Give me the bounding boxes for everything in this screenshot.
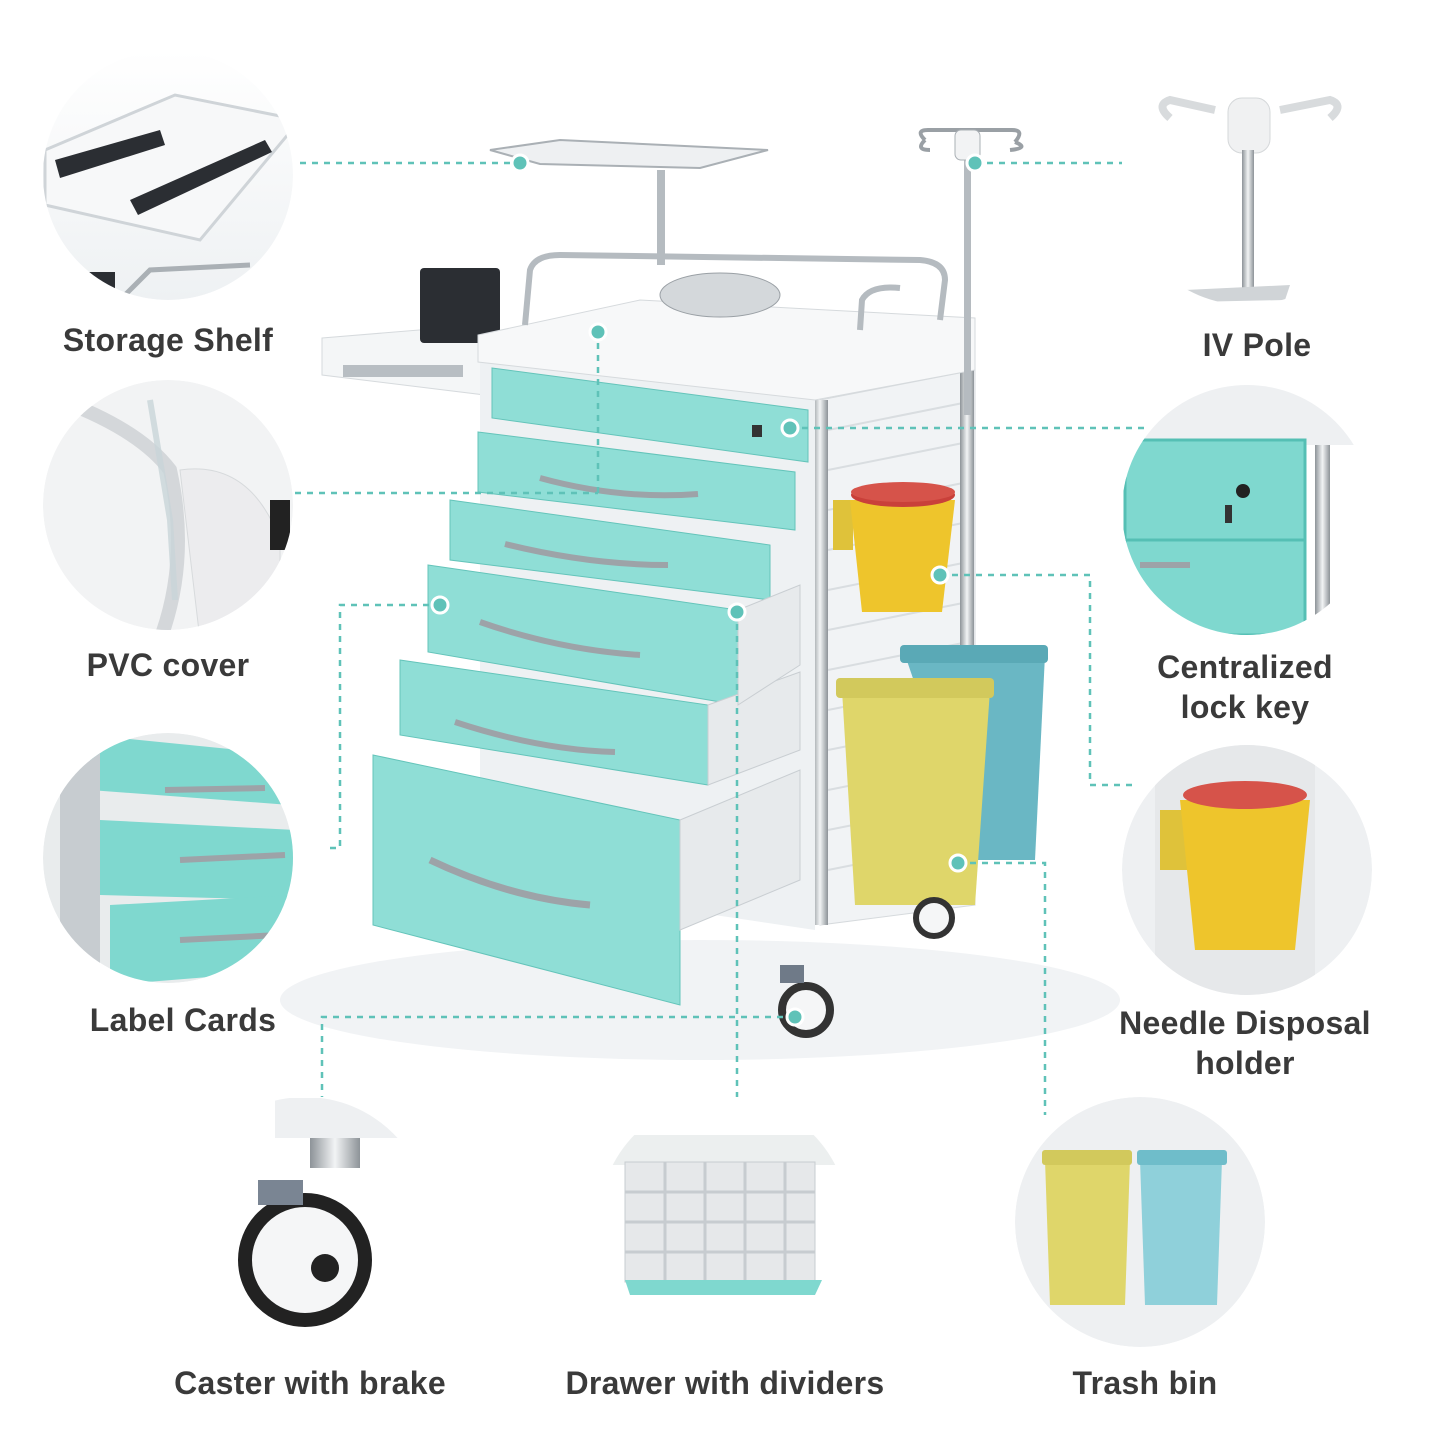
label-needle-holder: Needle Disposal holder <box>1119 1005 1371 1081</box>
caster-detail <box>180 1097 430 1347</box>
iv-pole-detail <box>1122 55 1372 305</box>
top-lock-drawer <box>491 367 809 463</box>
label-pvc-cover: PVC cover <box>86 647 250 683</box>
trash-bin-detail <box>1015 1097 1265 1347</box>
label-storage-shelf: Storage Shelf <box>62 322 274 358</box>
upper-storage-shelf <box>489 138 769 170</box>
tablet-graphic <box>420 268 500 343</box>
needle-holder-detail <box>1122 745 1372 995</box>
floor-shadow <box>280 940 1120 1060</box>
label-iv-pole: IV Pole <box>1202 327 1312 363</box>
trash-bins <box>836 645 1048 905</box>
dividers-detail <box>599 1097 849 1347</box>
medical-cart-illustration <box>321 128 1048 1038</box>
guard-rail <box>522 251 949 326</box>
label-label-cards: Label Cards <box>89 1002 277 1038</box>
iv-pole-rod <box>964 160 971 415</box>
sharps-container <box>833 482 955 612</box>
pvc-cover-detail <box>43 380 293 630</box>
drawer-stack <box>372 431 801 1006</box>
label-caster: Caster with brake <box>174 1365 446 1401</box>
storage-shelf-detail <box>43 50 293 300</box>
lock-key-detail <box>1122 385 1372 635</box>
steel-bowl <box>659 272 781 318</box>
leader-dots <box>430 153 985 1027</box>
label-dividers: Drawer with dividers <box>565 1365 885 1401</box>
label-cards-detail <box>43 733 293 983</box>
label-lock-key: Centralized lock key <box>1157 649 1333 725</box>
label-trash: Trash bin <box>1072 1365 1218 1401</box>
leader-lines <box>295 161 1145 1115</box>
